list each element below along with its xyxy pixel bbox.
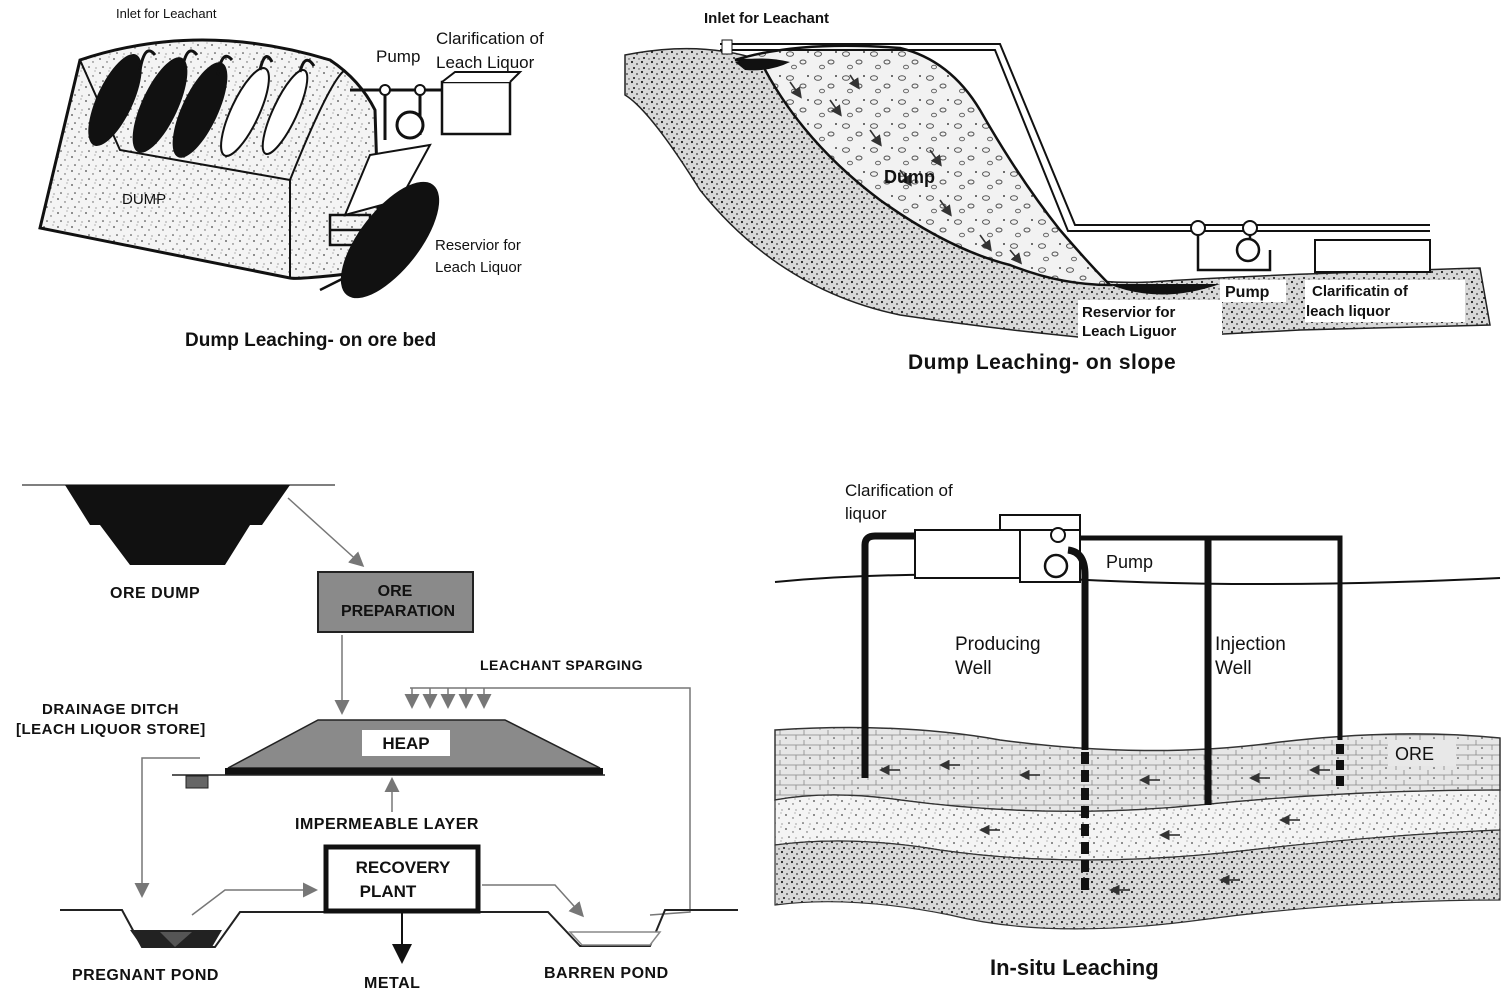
impermeable-layer-label: IMPERMEABLE LAYER xyxy=(295,816,479,833)
leachant-sparging-label: LEACHANT SPARGING xyxy=(480,657,643,673)
insitu-bedrock-layer xyxy=(774,829,1501,930)
insitu-flow-arrows xyxy=(879,759,1330,896)
ore-dump-pit xyxy=(65,485,290,565)
panel-heap: ORE DUMP ORE PREPARATION LEACHANT SPARGI… xyxy=(16,484,738,992)
slope-clarification-label-2: leach liquor xyxy=(1306,303,1390,320)
slope-reservoir xyxy=(1108,284,1220,295)
drainage-ditch xyxy=(185,775,209,789)
slope-caption: Dump Leaching- on slope xyxy=(908,351,1176,374)
ore-dump-label: ORE DUMP xyxy=(110,585,200,602)
ore-bed-dump-label: DUMP xyxy=(122,191,166,208)
insitu-ground-surface xyxy=(774,573,1501,585)
ore-bed-inlet-label: Inlet for Leachant xyxy=(116,6,217,21)
producing-well-label-1: Producing xyxy=(955,634,1041,655)
slope-flow-arrows xyxy=(789,74,1023,265)
slope-pump-label: Pump xyxy=(1225,284,1270,301)
clarification-tank xyxy=(440,80,512,136)
inlet-pipes xyxy=(138,49,316,76)
injection-well-label-2: Well xyxy=(1215,658,1252,679)
barren-pond-label: BARREN POND xyxy=(544,965,669,982)
ore-bed-reservoir-label-2: Leach Liquor xyxy=(435,259,522,276)
pump-icon xyxy=(395,110,425,140)
leach-reservoir xyxy=(340,181,440,299)
insitu-clarification-label-2: liquor xyxy=(845,504,887,523)
insitu-pump-label: Pump xyxy=(1106,552,1153,572)
injection-well-label-1: Injection xyxy=(1215,634,1286,655)
producing-well-screen xyxy=(1081,752,1089,890)
slope-reservoir-label-2: Leach Liguor xyxy=(1082,323,1176,340)
barren-pond xyxy=(568,931,662,946)
ore-bed-clarification-label-2: Leach Liquor xyxy=(436,53,535,72)
panel-ore-bed: Inlet for Leachant Pump Clarification of… xyxy=(38,6,544,351)
slope-inlet-label: Inlet for Leachant xyxy=(704,10,829,27)
insitu-clarification-label-1: Clarification of xyxy=(845,481,953,500)
insitu-caption: In-situ Leaching xyxy=(990,955,1159,980)
injection-well-screen xyxy=(1336,744,1344,786)
metal-label: METAL xyxy=(364,975,420,992)
ore-preparation-label-2: PREPARATION xyxy=(341,603,455,620)
drainage-ditch-label-2: [LEACH LIQUOR STORE] xyxy=(16,721,206,738)
insitu-pump-icon xyxy=(1043,553,1069,579)
ore-bed-caption: Dump Leaching- on ore bed xyxy=(185,330,436,351)
slope-pump-icon xyxy=(1235,237,1261,263)
pregnant-pond-label: PREGNANT POND xyxy=(72,967,219,984)
slope-reservoir-label-1: Reservior for xyxy=(1082,304,1176,321)
ore-bed-clarification-label-1: Clarification of xyxy=(436,29,544,48)
leachant-trenches xyxy=(88,54,309,158)
ore-bed-pump-label: Pump xyxy=(376,47,420,66)
panel-slope: Inlet for Leachant Dump Pump Clarificati… xyxy=(624,10,1491,374)
slope-clarification-label-1: Clarificatin of xyxy=(1312,283,1409,300)
recovery-plant-label-2: PLANT xyxy=(360,882,417,901)
ore-preparation-label-1: ORE xyxy=(378,583,413,600)
heap-label: HEAP xyxy=(382,734,429,753)
sparging-arrows xyxy=(404,688,492,709)
insitu-ore-label: ORE xyxy=(1395,744,1434,764)
recovery-plant-box xyxy=(323,844,481,914)
ore-bed-reservoir-label-1: Reservior for xyxy=(435,237,521,254)
insitu-clarification-tank xyxy=(914,529,1021,579)
ore-preparation-box xyxy=(317,571,474,633)
recovery-plant-label-1: RECOVERY xyxy=(356,858,451,877)
producing-well-label-2: Well xyxy=(955,658,992,679)
drainage-ditch-label-1: DRAINAGE DITCH xyxy=(42,701,179,718)
panel-insitu: Clarification of liquor Pump Producing W… xyxy=(774,481,1501,980)
slope-clarification-tank xyxy=(1314,239,1431,273)
slope-dump-label: Dump xyxy=(884,167,935,187)
